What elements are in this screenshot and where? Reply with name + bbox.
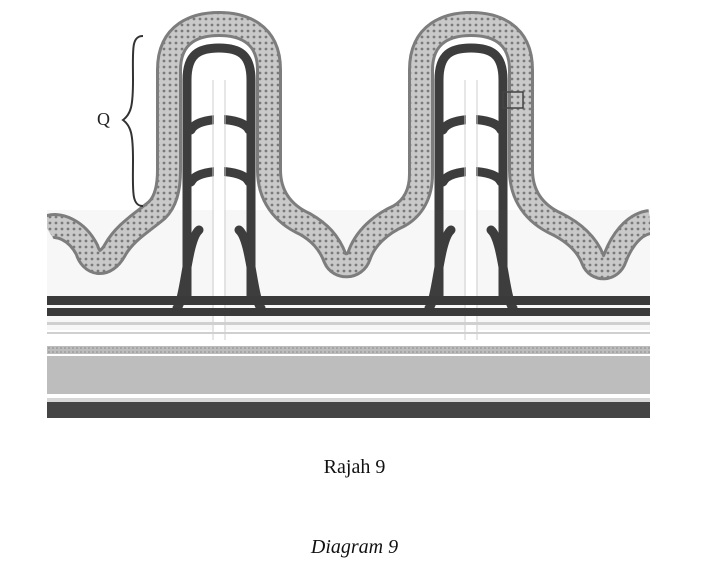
base-layers (47, 296, 650, 418)
marker-box (502, 91, 524, 109)
caption-malay: Rajah 9 (323, 456, 386, 478)
q-brace (121, 35, 144, 207)
epithelium-layer (40, 11, 653, 281)
diagram-figure (40, 10, 653, 418)
label-q: Q (97, 109, 110, 129)
caption-english: Diagram 9 (310, 536, 399, 558)
